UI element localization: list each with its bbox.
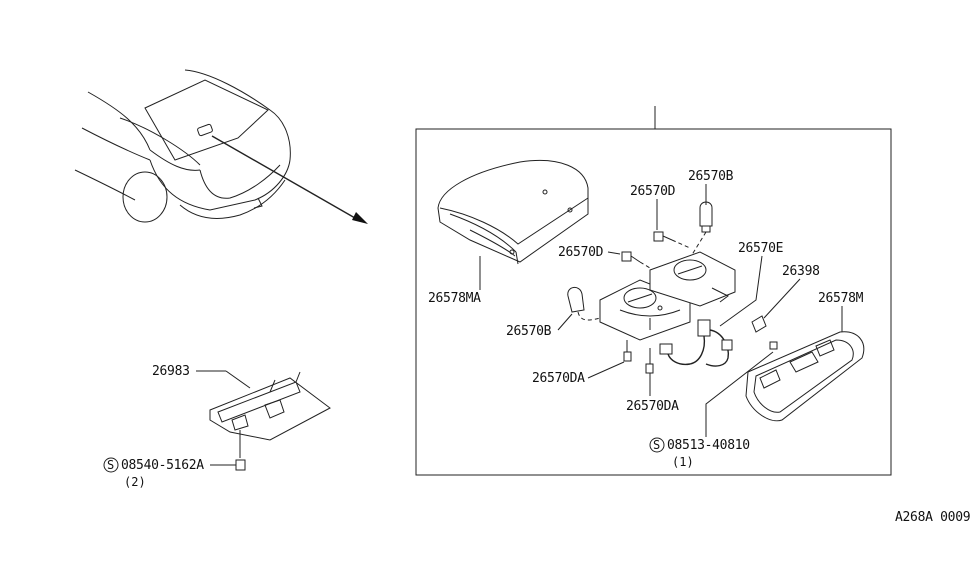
clip-26398 <box>751 315 778 350</box>
bolt-outer-label: 08540-5162A <box>121 458 204 473</box>
bolt-inner-08513: S <box>649 437 665 453</box>
screw-top-label: 26570D <box>630 184 676 199</box>
clip-label: 26398 <box>782 264 820 279</box>
bolt-inner-qty: (1) <box>672 455 694 469</box>
bolt-inner-label: 08513-40810 <box>667 438 750 453</box>
assembly-box <box>415 128 892 476</box>
catalog-code: A268A 0009 <box>895 510 970 525</box>
lens-label: 26578M <box>818 291 864 306</box>
bracket-26983 <box>209 371 331 471</box>
screw-da-left-label: 26570DA <box>532 371 585 386</box>
car-rear-illustration <box>74 69 368 224</box>
bolt-outer-08540: S <box>103 457 119 473</box>
bracket-label: 26983 <box>152 364 190 379</box>
screw-da-bottom-label: 26570DA <box>626 399 679 414</box>
screw-mid-26570D <box>621 251 651 269</box>
bulb-top-26570B <box>689 201 713 259</box>
harness-26570E <box>659 319 733 367</box>
housing-label: 26578MA <box>428 291 481 306</box>
bolt-outer-symbol: S <box>107 458 114 472</box>
bolt-inner-symbol: S <box>653 438 660 452</box>
screw-mid-label: 26570D <box>558 245 604 260</box>
bolt-outer-qty: (2) <box>124 475 146 489</box>
bulb-left-label: 26570B <box>506 324 552 339</box>
screw-top-26570D <box>653 231 691 249</box>
housing-26578MA <box>437 159 589 265</box>
lens-26578M <box>745 331 865 422</box>
socket-plate <box>599 251 736 341</box>
harness-label: 26570E <box>738 241 783 256</box>
bulb-top-label: 26570B <box>688 169 734 184</box>
bulb-left-26570B <box>567 287 601 321</box>
screw-da-left <box>623 340 632 362</box>
screw-da-bottom <box>645 348 654 374</box>
